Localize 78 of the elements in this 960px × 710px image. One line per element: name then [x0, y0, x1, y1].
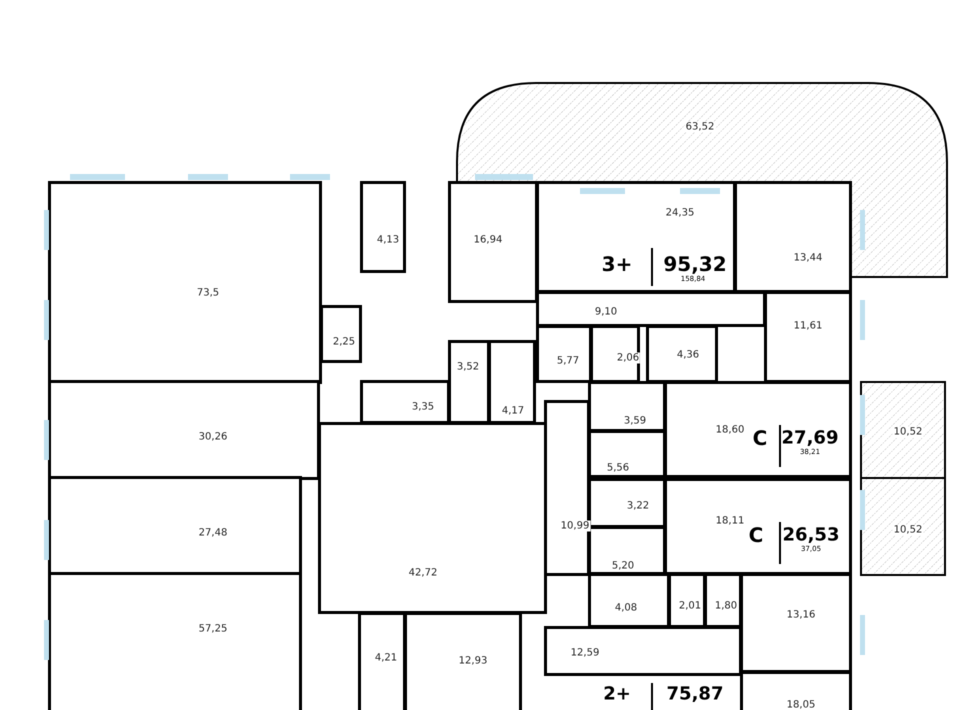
area-label: 10,52	[892, 426, 924, 438]
area-label: 1,80	[714, 600, 738, 612]
area-label: 5,56	[606, 462, 630, 474]
area-label: 4,08	[614, 602, 638, 614]
room-outline	[734, 181, 852, 293]
area-label: 73,5	[196, 288, 220, 298]
area-label: 27,48	[198, 528, 228, 538]
room-outline	[588, 573, 670, 628]
area-label: 13,44	[792, 252, 824, 264]
room-outline	[318, 422, 547, 614]
balcony-outline	[860, 477, 946, 576]
area-label: 57,25	[198, 624, 228, 634]
area-label: 4,13	[376, 234, 400, 246]
area-label: 13,16	[786, 610, 816, 620]
area-label: 3,59	[622, 416, 648, 426]
room-outline	[740, 573, 852, 673]
area-label: 2,06	[616, 352, 640, 364]
room-outline	[48, 380, 320, 480]
room-outline	[588, 526, 666, 575]
room-outline	[536, 181, 736, 293]
room-outline	[704, 573, 742, 628]
area-label: 16,94	[472, 234, 504, 246]
area-label: 10,99	[560, 520, 590, 532]
room-outline	[740, 671, 852, 710]
area-label: 24,35	[664, 208, 696, 218]
apartment-type: 3+	[602, 252, 632, 276]
area-label: 3,22	[626, 500, 650, 512]
area-label: 3,52	[456, 362, 480, 372]
area-label: 30,26	[198, 432, 228, 442]
apartment-type: С	[752, 426, 768, 450]
area-label: 18,11	[714, 516, 746, 526]
room-outline	[536, 325, 592, 383]
area-label: 4,17	[500, 406, 526, 416]
apartment-type: С	[748, 523, 764, 547]
room-outline	[448, 181, 538, 303]
room-outline	[588, 478, 666, 528]
room-outline	[544, 626, 742, 676]
room-outline	[360, 181, 406, 273]
area-label: 5,77	[556, 356, 580, 366]
area-label: 4,36	[676, 350, 700, 360]
balcony-outline	[860, 381, 946, 479]
room-outline	[646, 325, 718, 383]
room-outline	[358, 612, 406, 710]
area-label: 3,35	[410, 402, 436, 412]
area-label: 63,52	[684, 122, 716, 132]
area-label: 12,93	[458, 656, 488, 666]
apartment-type: 2+	[603, 684, 631, 704]
area-label: 18,60	[714, 424, 746, 436]
room-outline	[588, 430, 666, 478]
area-label: 12,59	[570, 648, 600, 658]
area-label: 2,01	[678, 600, 702, 612]
area-label: 18,05	[786, 700, 816, 710]
room-outline	[588, 381, 666, 432]
area-label: 9,10	[594, 306, 618, 318]
area-label: 5,20	[610, 560, 636, 572]
area-label: 10,52	[892, 524, 924, 536]
room-outline	[664, 381, 852, 478]
apartment-area: 75,87	[666, 684, 724, 704]
apartment-area: 27,69	[782, 428, 838, 448]
room-outline	[48, 181, 322, 384]
area-label: 2,25	[332, 336, 356, 348]
apartment-area: 95,32	[663, 252, 727, 276]
room-outline	[764, 291, 852, 383]
room-outline	[360, 380, 450, 424]
room-outline	[544, 400, 590, 576]
apartment-area: 26,53	[782, 524, 840, 546]
room-outline	[536, 291, 766, 327]
room-outline	[48, 572, 302, 710]
room-outline	[404, 612, 522, 710]
area-label: 42,72	[408, 568, 438, 578]
room-outline	[448, 340, 490, 424]
room-outline	[664, 478, 852, 575]
room-outline	[590, 325, 640, 383]
room-outline	[668, 573, 706, 628]
area-label: 4,21	[374, 652, 398, 664]
area-label: 11,61	[792, 320, 824, 332]
room-outline	[488, 340, 536, 424]
room-outline	[320, 305, 362, 363]
